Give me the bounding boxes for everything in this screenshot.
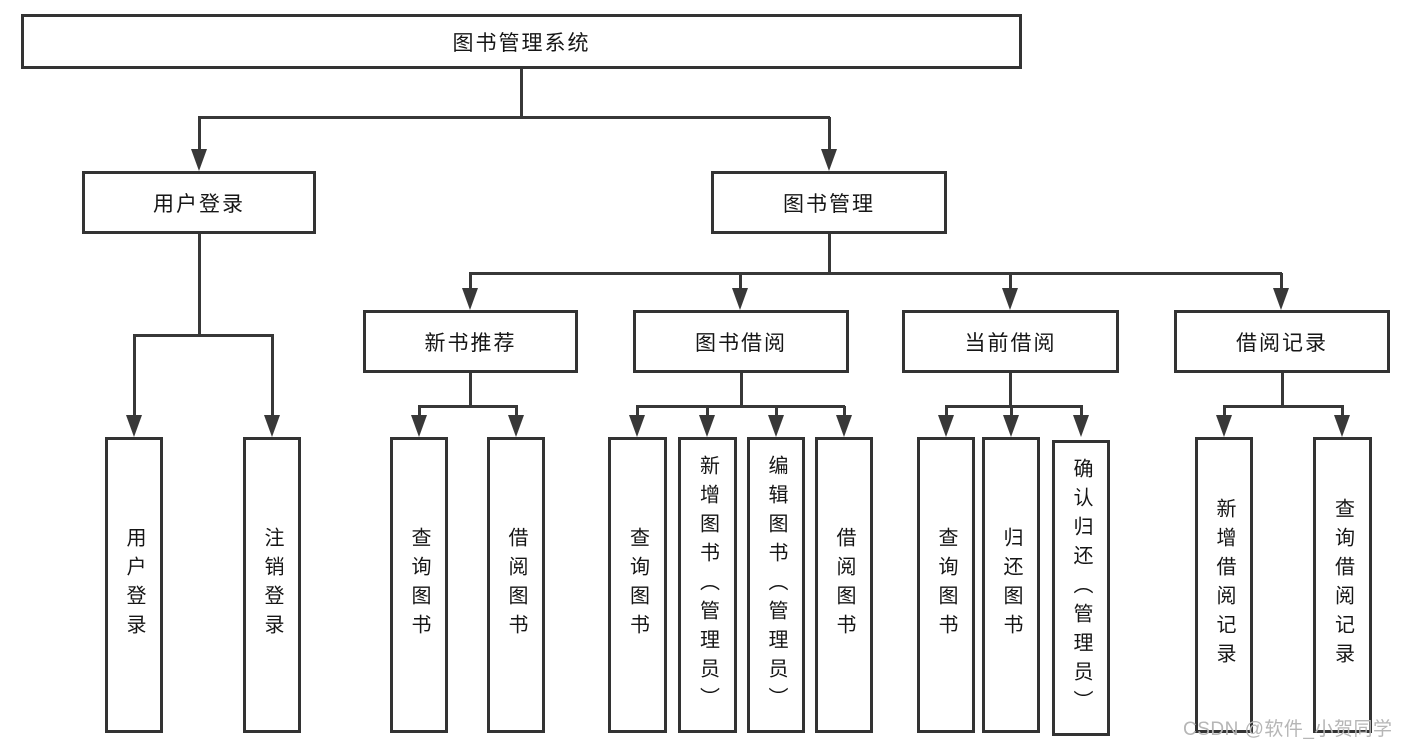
- arrowhead-down-icon: [1216, 415, 1232, 437]
- connector-line: [1280, 273, 1283, 290]
- node-user-login: 用户登录: [82, 171, 316, 234]
- connector-line: [418, 405, 518, 408]
- arrowhead-down-icon: [1003, 415, 1019, 437]
- leaf-label: 查询图书: [408, 527, 430, 643]
- arrowhead-down-icon: [836, 415, 852, 437]
- connector-line: [198, 117, 201, 151]
- connector-line: [520, 69, 523, 117]
- connector-line: [1223, 405, 1344, 408]
- connector-line: [1009, 273, 1012, 290]
- leaf-query-borrow-record: 查询借阅记录: [1313, 437, 1372, 733]
- connector-line: [1080, 406, 1083, 416]
- arrowhead-down-icon: [821, 149, 837, 171]
- arrowhead-down-icon: [126, 415, 142, 437]
- connector-line: [1009, 373, 1012, 406]
- arrowhead-down-icon: [768, 415, 784, 437]
- arrowhead-down-icon: [938, 415, 954, 437]
- leaf-label: 注销登录: [261, 527, 283, 643]
- connector-line: [271, 335, 274, 416]
- arrowhead-down-icon: [411, 415, 427, 437]
- leaf-label: 确认归还（管理员）: [1070, 457, 1092, 719]
- connector-line: [1223, 406, 1226, 416]
- connector-line: [418, 406, 421, 416]
- leaf-label: 查询借阅记录: [1331, 498, 1354, 672]
- connector-line: [828, 117, 831, 151]
- connector-line: [636, 405, 845, 408]
- connector-line: [636, 406, 639, 416]
- leaf-return-books: 归还图书: [982, 437, 1040, 733]
- leaf-query-books-3: 查询图书: [917, 437, 975, 733]
- leaf-add-borrow-record: 新增借阅记录: [1195, 437, 1253, 733]
- arrowhead-down-icon: [191, 149, 207, 171]
- leaf-label: 用户登录: [123, 527, 145, 643]
- arrowhead-down-icon: [1073, 415, 1089, 437]
- leaf-label: 查询图书: [626, 527, 649, 643]
- arrowhead-down-icon: [629, 415, 645, 437]
- connector-line: [1281, 373, 1284, 406]
- connector-line: [843, 406, 846, 416]
- connector-line: [775, 406, 778, 416]
- connector-line: [515, 406, 518, 416]
- arrowhead-down-icon: [264, 415, 280, 437]
- node-book-management: 图书管理: [711, 171, 947, 234]
- arrowhead-down-icon: [1002, 288, 1018, 310]
- leaf-label: 查询图书: [935, 527, 957, 643]
- leaf-label: 编辑图书（管理员）: [765, 454, 787, 716]
- arrowhead-down-icon: [732, 288, 748, 310]
- arrowhead-down-icon: [699, 415, 715, 437]
- connector-line: [945, 406, 948, 416]
- connector-line: [1341, 406, 1344, 416]
- leaf-add-books-admin: 新增图书（管理员）: [678, 437, 737, 733]
- connector-line: [739, 273, 742, 290]
- connector-line: [198, 234, 201, 335]
- node-borrowing-records: 借阅记录: [1174, 310, 1390, 373]
- leaf-confirm-return-admin: 确认归还（管理员）: [1052, 440, 1110, 736]
- connector-line: [198, 116, 830, 119]
- leaf-label: 新增图书（管理员）: [696, 454, 719, 716]
- arrowhead-down-icon: [1334, 415, 1350, 437]
- connector-line: [828, 234, 831, 273]
- connector-line: [1010, 406, 1013, 416]
- connector-line: [945, 405, 1083, 408]
- connector-line: [740, 373, 743, 406]
- arrowhead-down-icon: [1273, 288, 1289, 310]
- leaf-query-books-1: 查询图书: [390, 437, 448, 733]
- leaf-borrow-books-1: 借阅图书: [487, 437, 545, 733]
- leaf-borrow-books-2: 借阅图书: [815, 437, 873, 733]
- arrowhead-down-icon: [462, 288, 478, 310]
- connector-line: [133, 334, 274, 337]
- leaf-logout: 注销登录: [243, 437, 301, 733]
- leaf-label: 新增借阅记录: [1213, 498, 1235, 672]
- connector-line: [706, 406, 709, 416]
- leaf-label: 借阅图书: [833, 527, 855, 643]
- node-library-management-system: 图书管理系统: [21, 14, 1022, 69]
- leaf-query-books-2: 查询图书: [608, 437, 667, 733]
- leaf-label: 归还图书: [1000, 527, 1022, 643]
- node-current-borrowing: 当前借阅: [902, 310, 1119, 373]
- leaf-edit-books-admin: 编辑图书（管理员）: [747, 437, 805, 733]
- leaf-label: 借阅图书: [505, 527, 527, 643]
- connector-line: [469, 272, 1282, 275]
- connector-line: [133, 335, 136, 416]
- arrowhead-down-icon: [508, 415, 524, 437]
- csdn-watermark: CSDN @软件_小贺同学: [1183, 719, 1393, 740]
- leaf-user-login: 用户登录: [105, 437, 163, 733]
- connector-line: [469, 273, 472, 290]
- node-book-borrowing: 图书借阅: [633, 310, 849, 373]
- connector-line: [469, 373, 472, 406]
- node-new-book-recommend: 新书推荐: [363, 310, 578, 373]
